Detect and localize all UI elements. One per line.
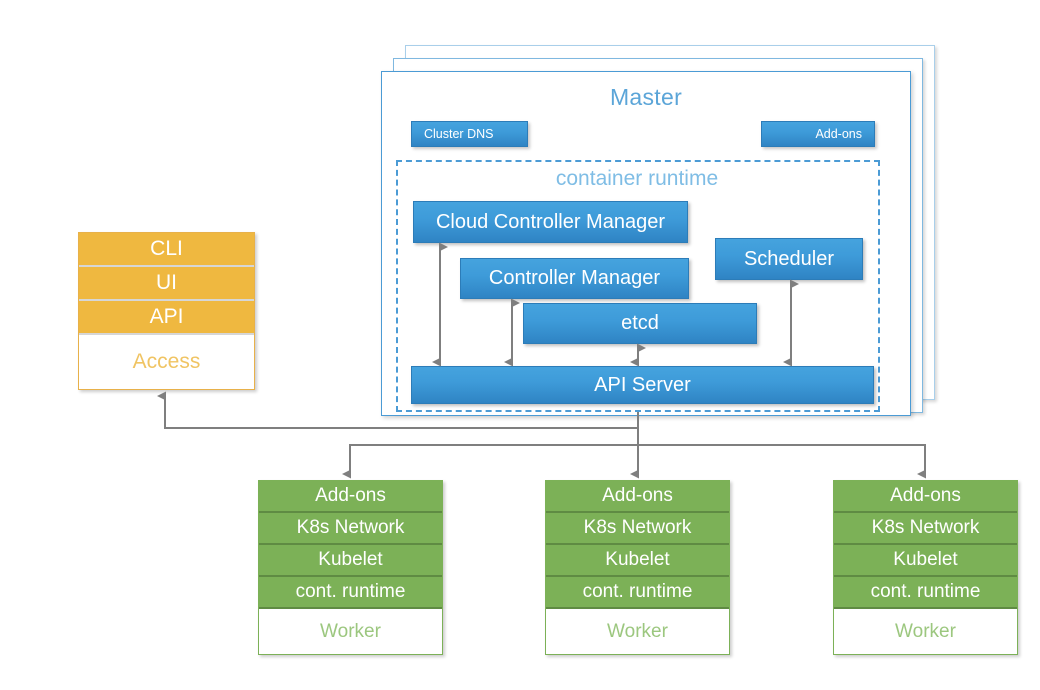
- access-panel[interactable]: CLI UI API Access: [78, 232, 255, 390]
- worker-node-1[interactable]: Add-ons K8s Network Kubelet cont. runtim…: [258, 480, 443, 655]
- access-row-ui[interactable]: UI: [79, 267, 254, 301]
- api-server-box[interactable]: API Server: [411, 366, 874, 404]
- access-footer-label: Access: [79, 335, 254, 389]
- worker-row-addons[interactable]: Add-ons: [834, 481, 1017, 513]
- worker-node-3[interactable]: Add-ons K8s Network Kubelet cont. runtim…: [833, 480, 1018, 655]
- worker-row-cont-runtime[interactable]: cont. runtime: [259, 577, 442, 609]
- scheduler-box[interactable]: Scheduler: [715, 238, 863, 280]
- worker-row-k8s-network[interactable]: K8s Network: [834, 513, 1017, 545]
- worker-row-kubelet[interactable]: Kubelet: [259, 545, 442, 577]
- worker-row-k8s-network[interactable]: K8s Network: [259, 513, 442, 545]
- cloud-controller-manager-box[interactable]: Cloud Controller Manager: [413, 201, 688, 243]
- etcd-box[interactable]: etcd: [523, 303, 757, 344]
- master-title: Master: [609, 84, 683, 110]
- worker-row-cont-runtime[interactable]: cont. runtime: [546, 577, 729, 609]
- master-addons-box[interactable]: Add-ons: [761, 121, 875, 147]
- worker-row-addons[interactable]: Add-ons: [546, 481, 729, 513]
- cluster-dns-box[interactable]: Cluster DNS: [411, 121, 528, 147]
- worker-row-cont-runtime[interactable]: cont. runtime: [834, 577, 1017, 609]
- worker-footer-label: Worker: [259, 609, 442, 654]
- worker-row-kubelet[interactable]: Kubelet: [546, 545, 729, 577]
- worker-footer-label: Worker: [546, 609, 729, 654]
- controller-manager-box[interactable]: Controller Manager: [460, 258, 689, 299]
- worker-row-addons[interactable]: Add-ons: [259, 481, 442, 513]
- worker-row-kubelet[interactable]: Kubelet: [834, 545, 1017, 577]
- connector-apiserver-worker-1: [342, 444, 638, 479]
- worker-row-k8s-network[interactable]: K8s Network: [546, 513, 729, 545]
- worker-node-2[interactable]: Add-ons K8s Network Kubelet cont. runtim…: [545, 480, 730, 655]
- access-row-cli[interactable]: CLI: [79, 233, 254, 267]
- access-row-api[interactable]: API: [79, 301, 254, 335]
- worker-footer-label: Worker: [834, 609, 1017, 654]
- connector-apiserver-worker-3: [638, 444, 926, 479]
- container-runtime-title: container runtime: [555, 167, 719, 190]
